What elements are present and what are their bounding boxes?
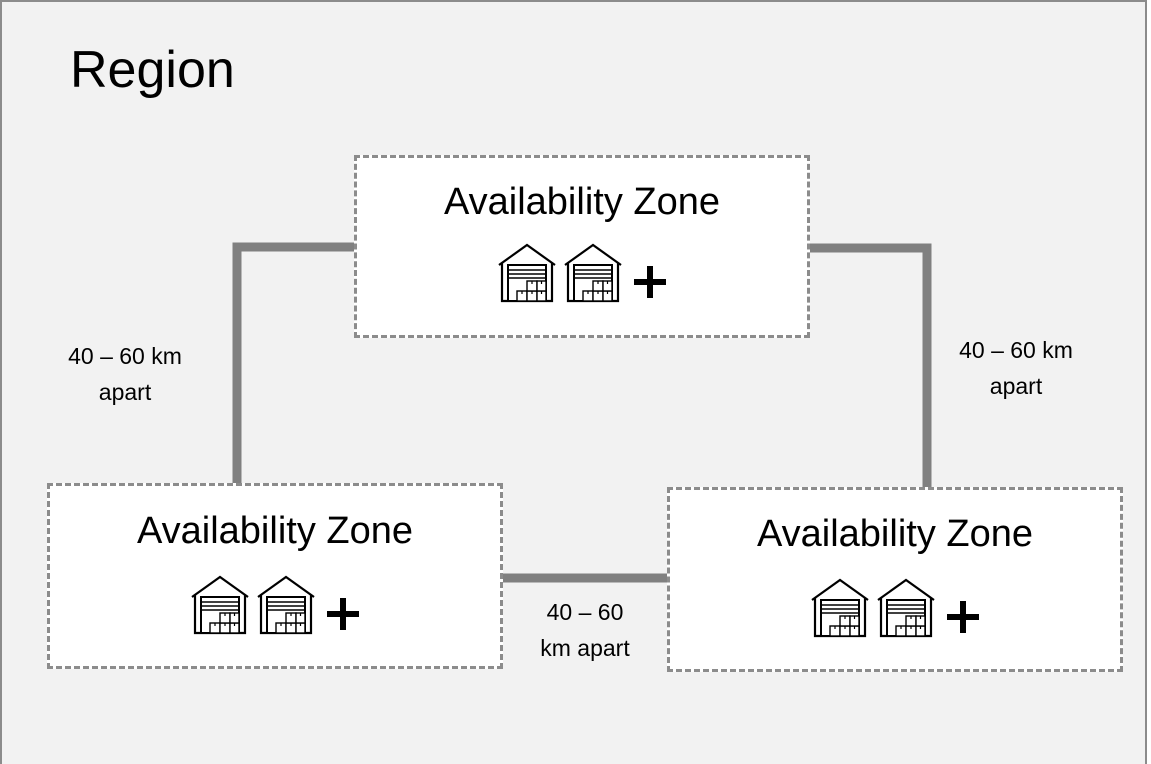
zone-icons (357, 241, 807, 303)
availability-zone-top: Availability Zone (354, 155, 810, 338)
data-center-icon (191, 575, 249, 635)
distance-line: apart (989, 373, 1043, 399)
distance-line: km apart (540, 635, 630, 661)
plus-icon (634, 266, 666, 298)
zone-icons (670, 576, 1120, 638)
availability-zone-right: Availability Zone (667, 487, 1123, 672)
distance-label-left: 40 – 60 km apart (45, 338, 205, 410)
distance-line: 40 – 60 km (959, 337, 1073, 363)
connector-top-right (809, 243, 932, 488)
distance-label-right: 40 – 60 km apart (936, 332, 1096, 404)
data-center-icon (811, 578, 869, 638)
zone-title: Availability Zone (443, 181, 720, 223)
connector-top-left (232, 242, 355, 484)
zone-title: Availability Zone (756, 513, 1033, 555)
region-title: Region (70, 41, 235, 99)
plus-icon (327, 598, 359, 630)
availability-zone-left: Availability Zone (47, 483, 503, 669)
distance-label-bottom: 40 – 60 km apart (505, 594, 665, 666)
plus-icon (947, 601, 979, 633)
data-center-icon (877, 578, 935, 638)
distance-line: 40 – 60 km (68, 343, 182, 369)
data-center-icon (564, 243, 622, 303)
distance-line: 40 – 60 (546, 599, 624, 625)
zone-icons (50, 573, 500, 635)
distance-line: apart (98, 379, 152, 405)
zone-title: Availability Zone (136, 510, 413, 552)
data-center-icon (498, 243, 556, 303)
data-center-icon (257, 575, 315, 635)
